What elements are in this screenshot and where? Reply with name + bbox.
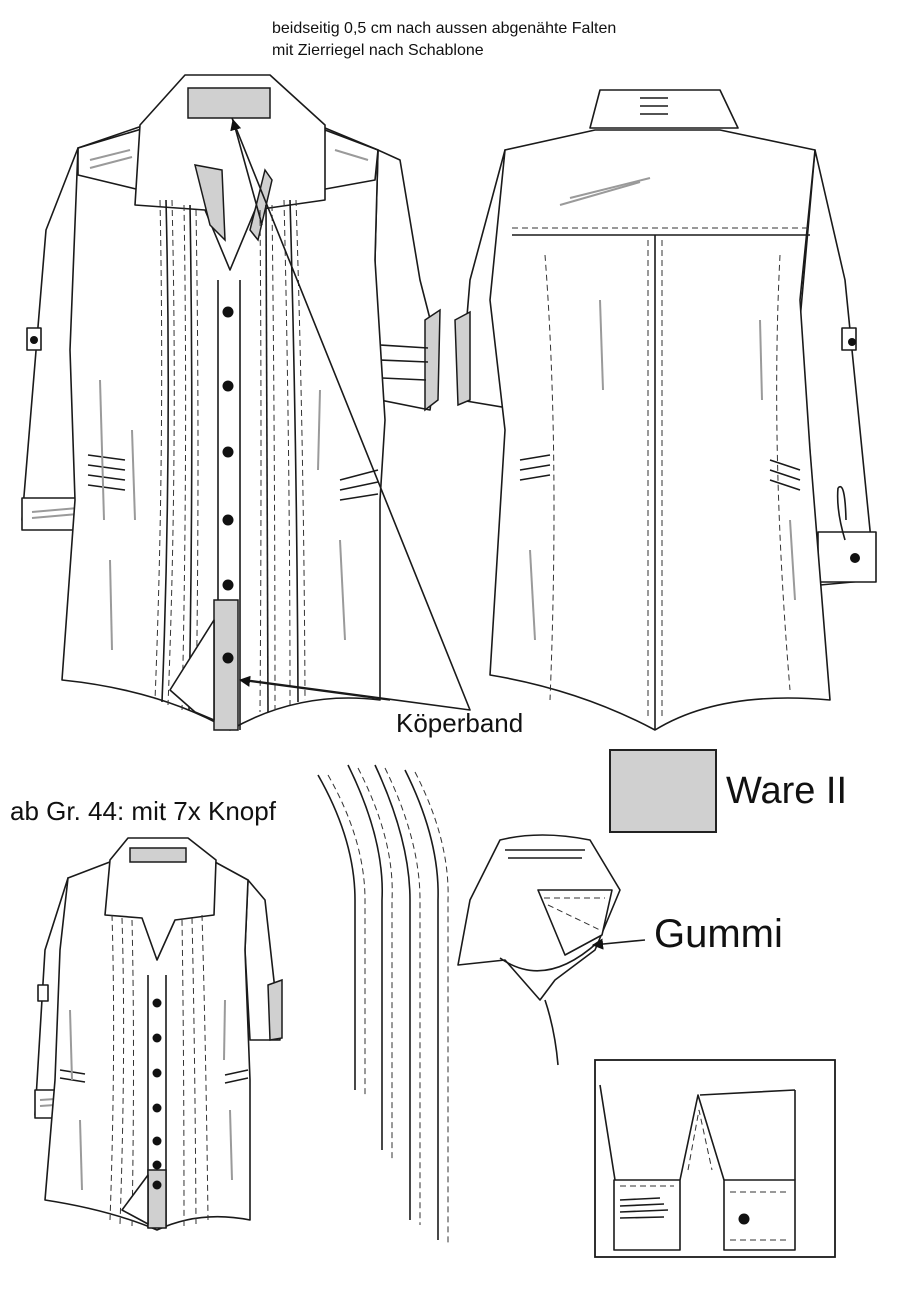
collar-arrow bbox=[230, 118, 263, 226]
cuff-detail bbox=[594, 1059, 836, 1258]
blouse-back-view bbox=[454, 89, 877, 731]
elastic-label: Gummi bbox=[654, 912, 783, 956]
pleats-note-line1: beidseitig 0,5 cm nach aussen abgenähte … bbox=[272, 20, 617, 37]
front-twill-tape bbox=[213, 599, 239, 731]
front-buttons bbox=[222, 306, 234, 664]
blouse-front-view bbox=[21, 74, 441, 731]
cuff-detail-left bbox=[613, 1179, 681, 1251]
blouse-front-view-size-44 bbox=[34, 837, 283, 1231]
size-note-label: ab Gr. 44: mit 7x Knopf bbox=[10, 796, 276, 826]
pleats-note-line2: mit Zierriegel nach Schablone bbox=[272, 42, 484, 59]
front-collar bbox=[134, 74, 326, 271]
pleat-detail bbox=[317, 764, 449, 1245]
cuff-button bbox=[738, 1213, 750, 1225]
legend-swatch bbox=[609, 749, 717, 833]
back-body bbox=[489, 129, 831, 731]
back-right-cuff bbox=[817, 531, 877, 583]
twill-tape-arrow bbox=[238, 675, 391, 701]
twill-tape-label: Köperband bbox=[396, 708, 524, 738]
front-turned-hem bbox=[169, 619, 215, 721]
front-right-sleeve-tab bbox=[424, 308, 441, 412]
collar-elastic-detail bbox=[457, 834, 646, 1066]
back-collar bbox=[589, 89, 739, 129]
elastic-arrow bbox=[591, 938, 646, 950]
collar-band-contrast bbox=[187, 87, 271, 119]
legend-label: Ware II bbox=[726, 770, 848, 812]
